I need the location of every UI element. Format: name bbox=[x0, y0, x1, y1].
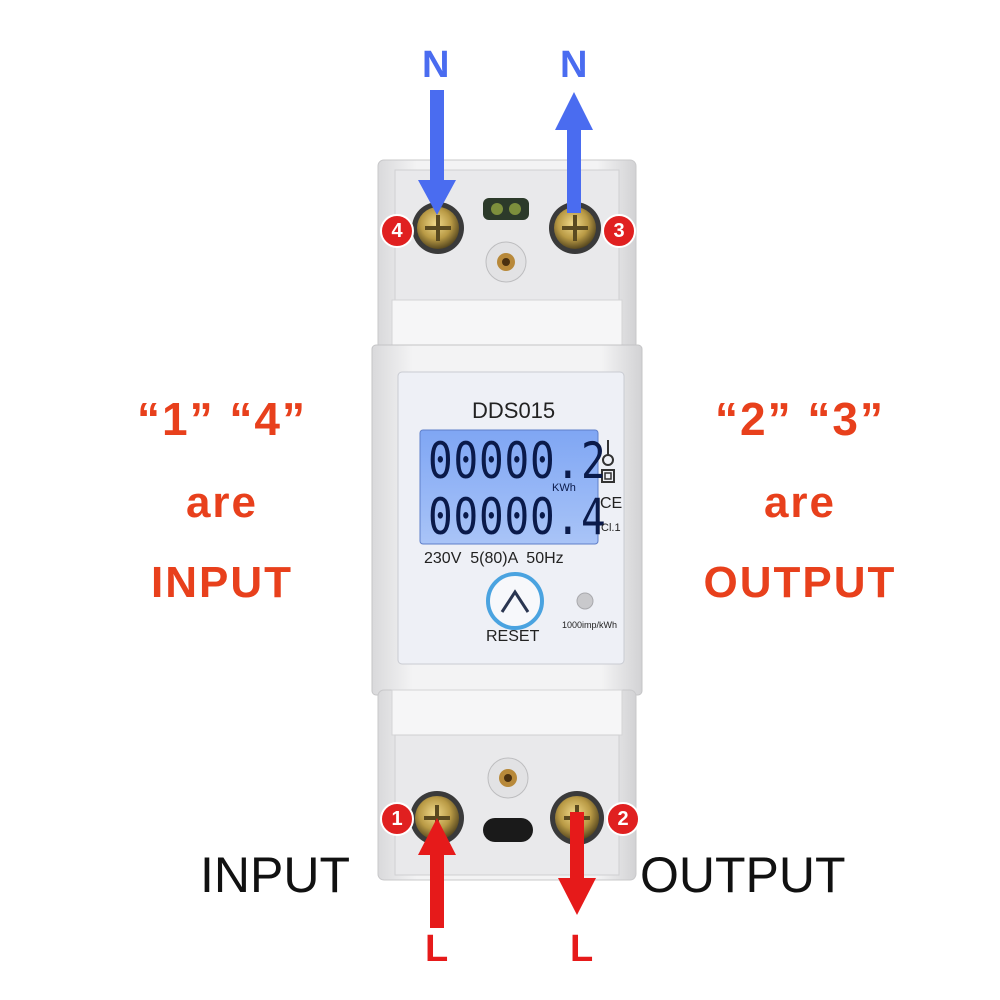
neutral-in-arrow bbox=[418, 90, 456, 215]
terminal-badge-3: 3 bbox=[602, 214, 636, 248]
live-in-arrow bbox=[418, 818, 456, 928]
terminal-badge-4: 4 bbox=[380, 214, 414, 248]
left-note-are: are bbox=[185, 478, 259, 527]
meter-model: DDS015 bbox=[472, 398, 556, 423]
wire-label-live-in: L bbox=[425, 928, 449, 970]
right-note-terminals: “2” “3” bbox=[715, 393, 885, 445]
bottom-output-label: OUTPUT bbox=[640, 847, 846, 903]
lcd-reading-top: 00000.2 bbox=[428, 432, 607, 490]
terminal-screw-4 bbox=[412, 202, 464, 254]
live-out-arrow bbox=[558, 812, 596, 915]
left-note-terminals: “1” “4” bbox=[137, 393, 307, 445]
terminal-screw-3 bbox=[549, 202, 601, 254]
terminal-badge-2: 2 bbox=[606, 802, 640, 836]
reset-label: RESET bbox=[486, 628, 540, 645]
impulse-rate: 1000imp/kWh bbox=[562, 620, 618, 630]
left-note-input: INPUT bbox=[151, 558, 293, 607]
ce-mark: CE bbox=[600, 495, 623, 512]
lcd-reading-bottom: 00000.4 bbox=[428, 488, 607, 546]
right-note-are: are bbox=[763, 478, 837, 527]
meter-rating: 230V 5(80)A 50Hz bbox=[424, 550, 564, 567]
wire-label-neutral-out: N bbox=[560, 44, 588, 86]
right-note-output: OUTPUT bbox=[703, 558, 897, 607]
wire-label-live-out: L bbox=[570, 928, 594, 970]
terminal-badge-1: 1 bbox=[380, 802, 414, 836]
accuracy-class: Cl.1 bbox=[601, 522, 621, 534]
wire-label-neutral-in: N bbox=[422, 44, 450, 86]
bottom-input-label: INPUT bbox=[200, 847, 350, 903]
neutral-out-arrow bbox=[555, 92, 593, 213]
lcd-unit: KWh bbox=[552, 482, 576, 494]
